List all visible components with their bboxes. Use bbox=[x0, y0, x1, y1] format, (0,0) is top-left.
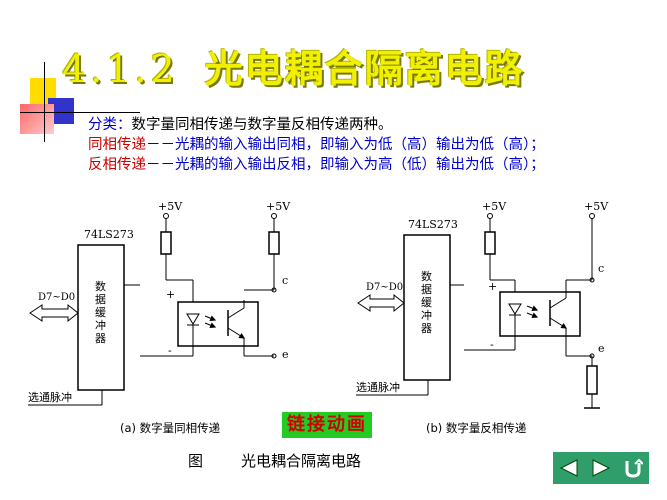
buffer-char: 缓 bbox=[421, 296, 432, 309]
c-label-b: c bbox=[598, 262, 604, 275]
buffer-chip-a bbox=[77, 244, 125, 391]
caption-a: (a) 数字量同相传递 bbox=[120, 421, 221, 435]
buffer-char: 数 bbox=[421, 270, 432, 283]
buffer-text-b: 数 据 缓 冲 器 bbox=[421, 270, 432, 335]
circuit-a-labels: 74LS273 D7~D0 选通脉冲 +5V +5V + - c e 数 据 缓… bbox=[28, 200, 291, 435]
prev-button[interactable] bbox=[556, 456, 582, 480]
bus-arrow-a bbox=[29, 303, 79, 323]
decor-pink-square bbox=[20, 104, 54, 134]
page-title: 4.1.2 光电耦合隔离电路 bbox=[62, 38, 525, 93]
in-phase-line: 同相传递－－光耦的输入输出同相，即输入为低（高）输出为低（高）； bbox=[88, 133, 545, 154]
line-text: －－光耦的输入输出反相，即输入为高（低）输出为低（高）； bbox=[146, 157, 545, 173]
bus-arrow-b bbox=[357, 293, 405, 313]
chip-label-b: 74LS273 bbox=[408, 218, 458, 231]
buffer-char: 据 bbox=[95, 292, 106, 306]
resistor-b2 bbox=[586, 365, 598, 395]
resistor-b1 bbox=[484, 231, 496, 255]
buffer-char: 据 bbox=[421, 282, 432, 296]
decor-vertical-line bbox=[44, 62, 45, 142]
animation-link-button[interactable]: 链接动画 bbox=[282, 412, 372, 438]
line-key: 同相传递 bbox=[88, 137, 146, 153]
figure-prefix: 图 bbox=[188, 452, 204, 470]
line-text: －－光耦的输入输出同相，即输入为低（高）输出为低（高）； bbox=[146, 137, 545, 153]
figure-text: 光电耦合隔离电路 bbox=[241, 452, 362, 470]
c-label-a: c bbox=[282, 274, 288, 287]
buffer-char: 冲 bbox=[95, 318, 106, 332]
caption-b: (b) 数字量反相传递 bbox=[426, 421, 527, 435]
decor-horizontal-line bbox=[20, 112, 140, 113]
vcc2-label-b: +5V bbox=[584, 200, 609, 213]
line-key: 反相传递 bbox=[88, 157, 146, 173]
circuit-a bbox=[28, 213, 280, 406]
e-label-b: e bbox=[598, 342, 605, 355]
return-button[interactable] bbox=[620, 456, 646, 480]
buffer-chip-b bbox=[403, 234, 451, 381]
title-number: 4.1.2 bbox=[62, 47, 179, 91]
optocoupler-b bbox=[499, 291, 581, 337]
next-icon bbox=[592, 459, 611, 477]
inverted-line: 反相传递－－光耦的输入输出反相，即输入为高（低）输出为低（高）； bbox=[88, 153, 545, 174]
circuit-b bbox=[356, 213, 600, 409]
buffer-char: 冲 bbox=[421, 308, 432, 322]
chip-label-a: 74LS273 bbox=[84, 228, 134, 241]
plus-label-a: + bbox=[166, 288, 175, 301]
line-text: 数字量同相传递与数字量反相传递两种。 bbox=[131, 117, 393, 133]
buffer-char: 器 bbox=[95, 332, 106, 345]
minus-label-b: - bbox=[490, 338, 494, 351]
bus-label-b: D7~D0 bbox=[366, 282, 403, 293]
strobe-label-a: 选通脉冲 bbox=[28, 390, 72, 404]
strobe-label-b: 选通脉冲 bbox=[356, 380, 400, 394]
optocoupler-a bbox=[177, 301, 259, 347]
figure-caption: 图 光电耦合隔离电路 bbox=[188, 450, 361, 471]
plus-label-b: + bbox=[488, 280, 497, 293]
buffer-char: 数 bbox=[95, 280, 106, 293]
title-text: 光电耦合隔离电路 bbox=[204, 46, 525, 91]
circuit-b-labels: 74LS273 D7~D0 选通脉冲 +5V +5V + - c e 数 据 缓… bbox=[356, 200, 609, 435]
resistor-a1 bbox=[160, 231, 172, 255]
resistor-a2 bbox=[268, 231, 280, 255]
e-label-a: e bbox=[282, 348, 289, 361]
classification-line: 分类：数字量同相传递与数字量反相传递两种。 bbox=[88, 113, 393, 134]
vcc1-label-a: +5V bbox=[158, 200, 183, 213]
buffer-char: 缓 bbox=[95, 306, 106, 319]
minus-label-a: - bbox=[168, 344, 172, 357]
navigation-bar bbox=[553, 452, 649, 484]
next-button[interactable] bbox=[588, 456, 614, 480]
bus-label-a: D7~D0 bbox=[38, 292, 75, 303]
buffer-text-a: 数 据 缓 冲 器 bbox=[95, 280, 106, 345]
prev-icon bbox=[559, 459, 578, 477]
vcc2-label-a: +5V bbox=[266, 200, 291, 213]
line-key: 分类： bbox=[88, 117, 132, 133]
vcc1-label-b: +5V bbox=[482, 200, 507, 213]
buffer-char: 器 bbox=[421, 322, 432, 335]
return-icon bbox=[625, 458, 643, 478]
